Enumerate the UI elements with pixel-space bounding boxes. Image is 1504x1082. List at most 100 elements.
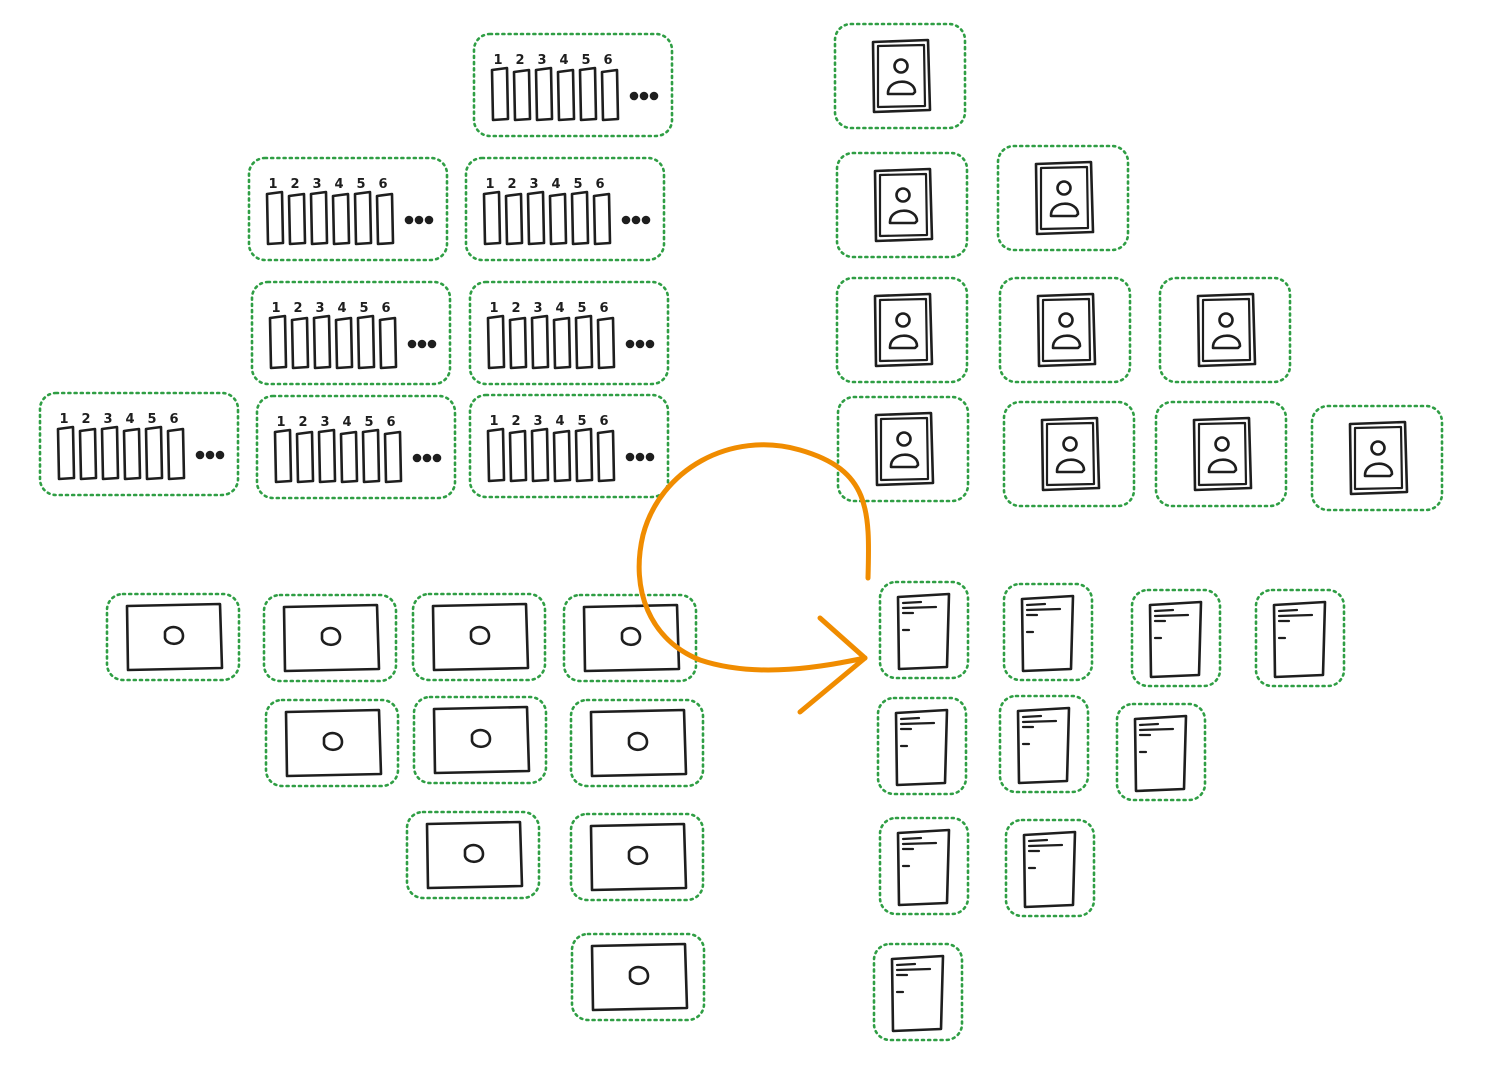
person-card-icon [1034, 160, 1095, 236]
sequence-digit: 3 [537, 53, 546, 68]
ellipsis-dot [412, 453, 422, 463]
sequence-digit: 6 [599, 414, 608, 429]
sequence-digit: 5 [364, 415, 373, 430]
image-card [262, 593, 398, 683]
profile-group [833, 22, 1444, 512]
dotted-frame [562, 593, 698, 683]
ellipsis-dot [432, 453, 442, 463]
document-page-icon [896, 828, 951, 907]
sequence-digit: 1 [485, 177, 494, 192]
dotted-frame [998, 276, 1132, 384]
profile-card [1154, 400, 1288, 508]
profile-card [835, 276, 969, 384]
ellipsis-dot [641, 215, 651, 225]
sequence-digit: 1 [271, 301, 280, 316]
image-card [405, 810, 541, 900]
person-card-icon [871, 38, 932, 114]
sequence-digit: 6 [381, 301, 390, 316]
dotted-frame [876, 696, 968, 796]
document-card [1130, 588, 1222, 688]
sequence-digit: 4 [555, 414, 564, 429]
sequence-digit: 4 [559, 53, 568, 68]
dotted-frame [835, 151, 969, 259]
dotted-frame [1115, 702, 1207, 802]
dotted-frame [872, 942, 964, 1042]
dotted-frame [262, 593, 398, 683]
sequence-digit: 5 [573, 177, 582, 192]
ellipsis-dot [195, 450, 205, 460]
image-frame-icon [431, 602, 530, 672]
sequence-digit: 6 [599, 301, 608, 316]
dotted-frame [1154, 400, 1288, 508]
sequence-digit: 1 [493, 53, 502, 68]
document-page-icon [890, 954, 945, 1033]
image-card [562, 593, 698, 683]
ellipsis-dot [649, 91, 659, 101]
document-card [876, 696, 968, 796]
document-page-icon [1020, 594, 1075, 673]
person-card-icon [873, 167, 934, 243]
profile-card [1310, 404, 1444, 512]
dotted-frame [878, 816, 970, 916]
dotted-frame [247, 156, 449, 262]
sequence-digit: 2 [507, 177, 516, 192]
document-group [872, 580, 1346, 1042]
ellipsis-dot [635, 339, 645, 349]
dotted-frame [250, 280, 452, 386]
dotted-frame [1130, 588, 1222, 688]
document-page-icon [1016, 706, 1071, 785]
sequence-digit: 5 [356, 177, 365, 192]
sequence-digit: 2 [81, 412, 90, 427]
ellipsis-dot [639, 91, 649, 101]
ellipsis-dot [427, 339, 437, 349]
sequence-digit: 4 [125, 412, 134, 427]
dotted-frame [569, 812, 705, 902]
sequence-digit: 4 [551, 177, 560, 192]
sequence-digit: 3 [320, 415, 329, 430]
dotted-frame [835, 276, 969, 384]
profile-card [1002, 400, 1136, 508]
dotted-frame [255, 394, 457, 500]
document-card [1002, 582, 1094, 682]
person-card-icon [874, 411, 935, 487]
dotted-frame [411, 592, 547, 682]
document-page-icon [896, 592, 951, 671]
dotted-frame [412, 695, 548, 785]
image-card [569, 812, 705, 902]
sequence-digit: 3 [312, 177, 321, 192]
image-frame-icon [590, 942, 689, 1012]
image-group [105, 592, 706, 1022]
person-card-icon [1036, 292, 1097, 368]
ellipsis-dot [215, 450, 225, 460]
image-frame-icon [425, 820, 524, 890]
sequence-digit: 6 [595, 177, 604, 192]
sequence-digit: 6 [378, 177, 387, 192]
profile-card [833, 22, 967, 130]
sequence-digit: 2 [293, 301, 302, 316]
image-frame-icon [284, 708, 383, 778]
image-frame-icon [589, 822, 688, 892]
ellipsis-dot [404, 215, 414, 225]
sequence-digit: 1 [489, 301, 498, 316]
dotted-frame [1254, 588, 1346, 688]
person-card-icon [1040, 416, 1101, 492]
ellipsis-dot [417, 339, 427, 349]
dotted-frame [38, 391, 240, 497]
dotted-frame [878, 580, 970, 680]
person-card-icon [1348, 420, 1409, 496]
sequence-digit: 2 [511, 414, 520, 429]
sequence-digit: 4 [334, 177, 343, 192]
arrow-curve [636, 442, 872, 673]
dotted-frame [468, 280, 670, 386]
sequence-digit: 3 [529, 177, 538, 192]
document-card [1004, 818, 1096, 918]
